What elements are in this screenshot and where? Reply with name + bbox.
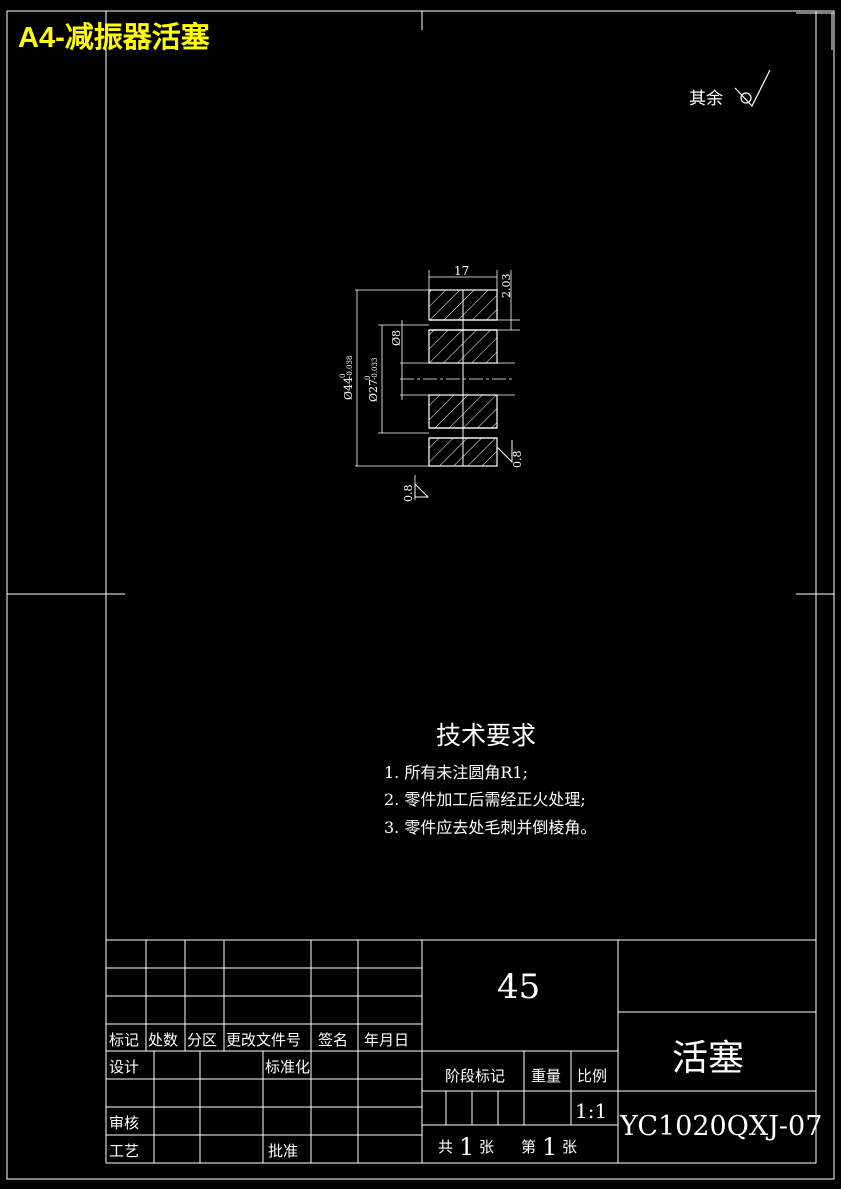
tech-requirement-2: 2. 零件加工后需经正火处理; xyxy=(384,790,586,809)
roughness-symbol-icon xyxy=(734,69,771,108)
inner-frame xyxy=(105,10,817,1164)
svg-text:第: 第 xyxy=(521,1138,536,1156)
tech-requirement-3: 3. 零件应去处毛刺并倒棱角。 xyxy=(384,818,596,837)
material: 45 xyxy=(497,967,540,1007)
label-scale: 比例 xyxy=(577,1067,607,1085)
dim-inner-tol: -0.033 xyxy=(371,358,379,380)
label-process: 工艺 xyxy=(109,1142,139,1160)
dim-outer-tol-upper: 0 xyxy=(339,374,347,378)
header-count: 处数 xyxy=(148,1031,178,1049)
roughness-note: 其余 xyxy=(689,69,771,109)
tech-requirements: 技术要求 1. 所有未注圆角R1; 2. 零件加工后需经正火处理; 3. 零件应… xyxy=(384,721,596,837)
header-signature: 签名 xyxy=(318,1031,348,1049)
label-review: 审核 xyxy=(109,1114,139,1132)
label-approve: 批准 xyxy=(268,1142,298,1160)
scale-value: 1:1 xyxy=(575,1099,607,1123)
dim-hole-dia: Ø8 xyxy=(390,330,403,346)
label-stage-mark: 阶段标记 xyxy=(445,1067,505,1085)
tech-requirements-heading: 技术要求 xyxy=(436,721,536,750)
label-weight: 重量 xyxy=(531,1067,561,1085)
roughness-left: 0.8 xyxy=(402,485,415,503)
title-block xyxy=(105,939,817,1164)
sheet-count: 共 1 张 第 1 张 xyxy=(438,1133,577,1161)
header-zone: 分区 xyxy=(187,1031,217,1049)
header-date: 年月日 xyxy=(364,1031,409,1049)
svg-text:1: 1 xyxy=(459,1133,474,1161)
drawing-title: A4-减振器活塞 xyxy=(18,20,210,54)
dim-inner-dia: Ø27 xyxy=(367,379,380,402)
dim-outer-tol: -0.038 xyxy=(346,356,354,378)
header-change-doc: 更改文件号 xyxy=(226,1031,301,1049)
svg-text:共: 共 xyxy=(438,1138,453,1156)
label-design: 设计 xyxy=(109,1058,139,1076)
roughness-right: 0.8 xyxy=(511,451,524,469)
drawing-number: YC1020QXJ-07 xyxy=(619,1111,822,1142)
tech-requirement-1: 1. 所有未注圆角R1; xyxy=(384,763,528,782)
dim-chamfer: 2.03 xyxy=(500,274,513,299)
label-standardize: 标准化 xyxy=(265,1058,310,1076)
part-name: 活塞 xyxy=(672,1038,744,1079)
dim-outer-dia: Ø44 xyxy=(342,377,355,400)
svg-text:张: 张 xyxy=(562,1138,577,1156)
header-mark: 标记 xyxy=(109,1031,139,1049)
dim-width: 17 xyxy=(454,264,469,278)
dim-inner-tol-upper: 0 xyxy=(364,376,372,380)
part-section-view: 17 2.03 Ø44 -0.038 0 Ø27 -0.033 0 Ø8 0.8… xyxy=(339,264,524,502)
svg-text:1: 1 xyxy=(542,1133,557,1161)
outer-frame xyxy=(6,10,835,1180)
roughness-note-label: 其余 xyxy=(689,89,723,109)
centering-marks xyxy=(7,11,834,595)
svg-text:张: 张 xyxy=(479,1138,494,1156)
